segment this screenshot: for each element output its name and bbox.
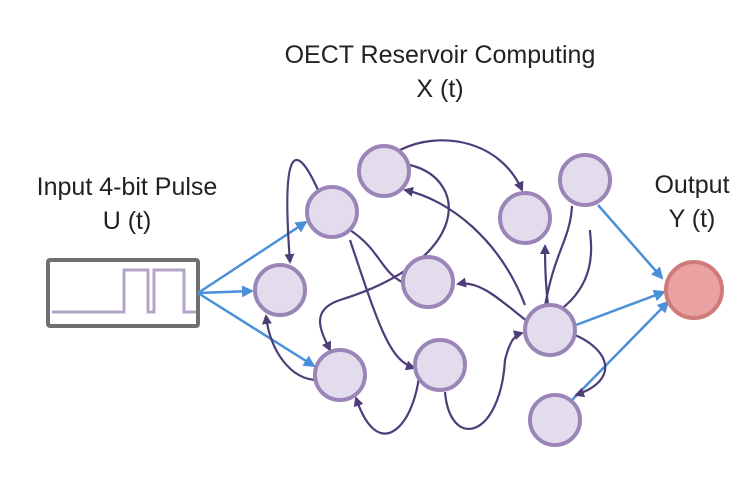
reservoir-node xyxy=(523,303,577,357)
input-line2: U (t) xyxy=(102,207,152,235)
input-line1: Input 4-bit Pulse xyxy=(36,173,218,201)
output-edges xyxy=(569,204,670,403)
reservoir-node xyxy=(498,191,552,245)
title-label: OECT Reservoir Computing X (t) xyxy=(230,38,650,106)
reservoir-node xyxy=(558,153,612,207)
reservoir-node xyxy=(253,263,307,317)
input-label: Input 4-bit Pulse U (t) xyxy=(0,170,254,238)
output-line1: Output xyxy=(654,171,730,199)
output-line2: Y (t) xyxy=(668,205,716,233)
output-label: Output Y (t) xyxy=(630,168,749,236)
input-pulse-box xyxy=(46,258,200,328)
output-node xyxy=(664,260,724,320)
reservoir-node xyxy=(313,348,367,402)
reservoir-node xyxy=(528,393,582,447)
reservoir-node xyxy=(357,144,411,198)
reservoir-node xyxy=(401,255,455,309)
reservoir-edges xyxy=(261,139,607,435)
title-line2: X (t) xyxy=(416,75,464,103)
reservoir-node xyxy=(305,185,359,239)
title-line1: OECT Reservoir Computing xyxy=(284,41,596,69)
reservoir-node xyxy=(413,338,467,392)
reservoir-nodes xyxy=(253,144,612,447)
pulse-waveform xyxy=(52,268,196,314)
